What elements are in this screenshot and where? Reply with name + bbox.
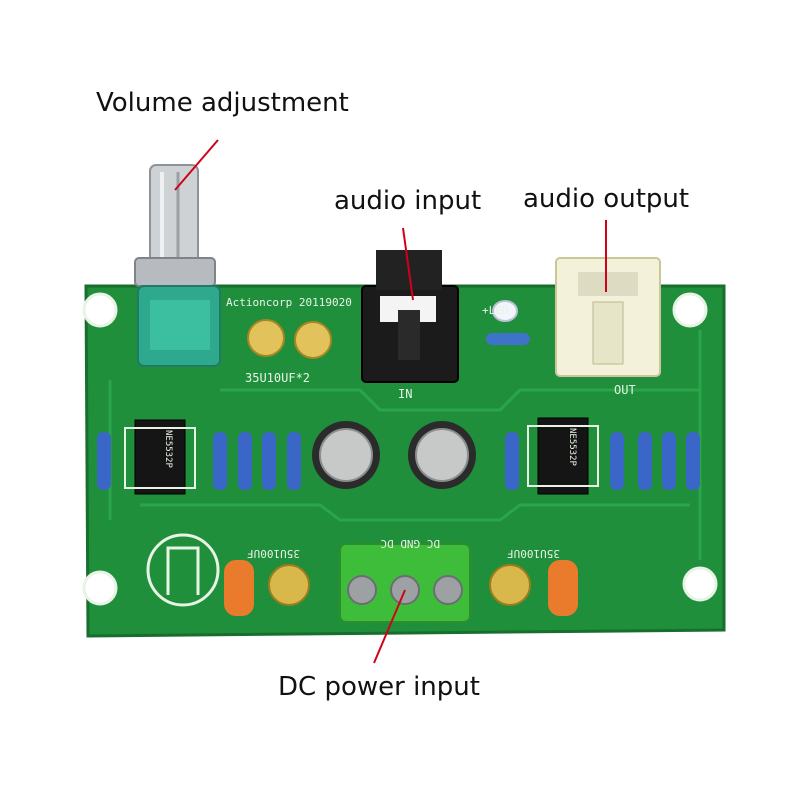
chip-right-label: NE5532P bbox=[567, 428, 577, 467]
chip-left-label: NE5532P bbox=[163, 430, 173, 469]
cap-note-label: 35U10UF*2 bbox=[245, 371, 310, 385]
led-indicator: +LED bbox=[482, 300, 530, 345]
board-id-label: Actioncorp 20119020 bbox=[226, 296, 352, 309]
op-amp-left: NE5532P bbox=[124, 419, 196, 495]
callout-arrows bbox=[174, 139, 607, 664]
dc-terminal-block: DC GND DC bbox=[339, 537, 471, 623]
small-capacitors: 35U10UF*2 bbox=[245, 319, 332, 385]
volume-arrow bbox=[174, 139, 219, 191]
dc-power-input-label: DC power input bbox=[278, 672, 480, 702]
large-capacitors bbox=[312, 421, 476, 489]
mounting-holes bbox=[82, 292, 718, 606]
orange-capacitors bbox=[224, 560, 578, 616]
volume-potentiometer bbox=[134, 164, 221, 367]
op-amp-right: NE5532P bbox=[527, 417, 599, 495]
audio-input-label: audio input bbox=[334, 186, 482, 216]
led-label: +LED bbox=[482, 304, 509, 317]
board-logo bbox=[146, 533, 220, 607]
out-label: OUT bbox=[614, 383, 636, 397]
power-arrow bbox=[373, 589, 406, 664]
input-arrow bbox=[402, 227, 414, 301]
cap-left-label: 35U100UF bbox=[247, 547, 300, 560]
audio-input-jack: IN bbox=[361, 250, 459, 401]
bottom-capacitors: 35U100UF 35U100UF bbox=[247, 547, 560, 606]
audio-output-label: audio output bbox=[523, 184, 690, 214]
cap-right-label: 35U100UF bbox=[507, 547, 560, 560]
in-label: IN bbox=[398, 387, 412, 401]
volume-adjustment-label: Volume adjustment bbox=[96, 88, 349, 118]
terminal-label: DC GND DC bbox=[380, 537, 440, 550]
resistors bbox=[97, 432, 700, 490]
audio-output-jack: OUT bbox=[555, 257, 661, 397]
